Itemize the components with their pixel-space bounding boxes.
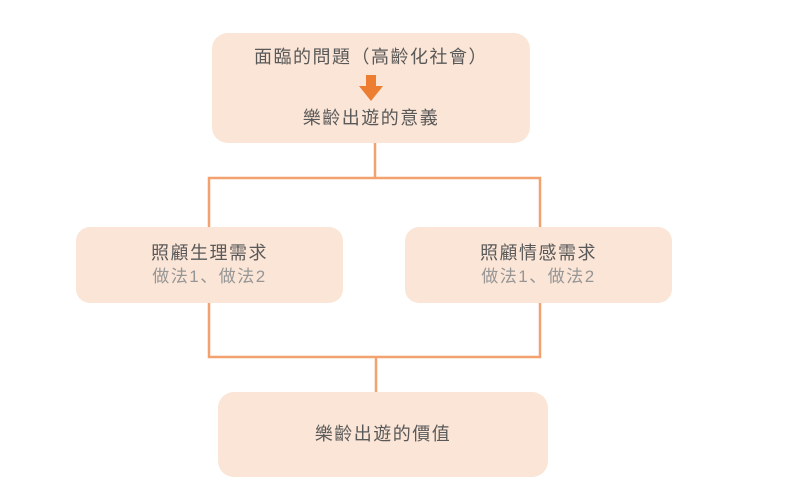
node-emotional-needs[interactable]: 照顧情感需求 做法1、做法2 [405, 227, 672, 303]
connector-branch-merge [207, 303, 542, 359]
problem-label: 面臨的問題（高齡化社會） [254, 47, 488, 67]
down-arrow-icon [359, 75, 383, 101]
node-problem-meaning[interactable]: 面臨的問題（高齡化社會） 樂齡出遊的意義 [212, 33, 530, 143]
meaning-label: 樂齡出遊的意義 [302, 108, 440, 128]
node-physical-needs[interactable]: 照顧生理需求 做法1、做法2 [76, 227, 343, 303]
travel-value-label: 樂齡出遊的價值 [314, 424, 452, 444]
node-travel-value[interactable]: 樂齡出遊的價值 [218, 392, 548, 477]
emotional-needs-methods: 做法1、做法2 [481, 267, 596, 286]
emotional-needs-title: 照顧情感需求 [480, 243, 597, 263]
connector-branch-split [207, 176, 542, 227]
physical-needs-title: 照顧生理需求 [151, 243, 268, 263]
physical-needs-methods: 做法1、做法2 [152, 267, 267, 286]
